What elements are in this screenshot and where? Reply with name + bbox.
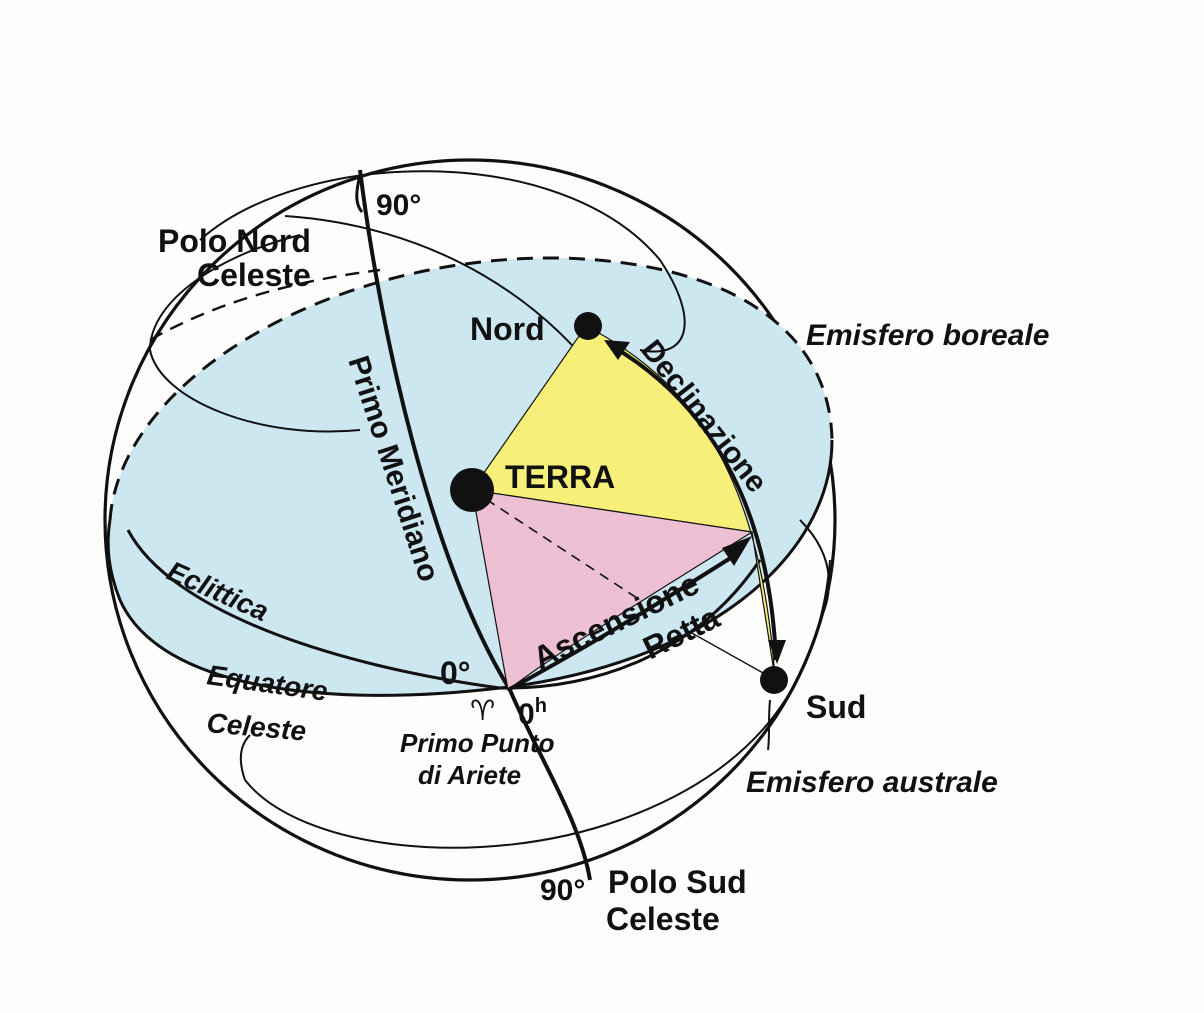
declination-arrowhead-top (604, 340, 630, 360)
top-angle-label: 90° (376, 189, 421, 222)
ascension-arrow (507, 550, 742, 692)
right-minor-arc (799, 519, 830, 621)
north-cap-inner-arc (149, 349, 361, 433)
south-pole-label-line2: Celeste (606, 901, 720, 937)
south-tick (767, 699, 771, 751)
north-pole-label-line2: Celeste (197, 257, 311, 293)
north-polar-circle (199, 170, 686, 353)
ecliptic-back-arc (149, 268, 381, 342)
nord-label: Nord (470, 311, 545, 347)
terra-label: TERRA (505, 459, 615, 495)
sud-label: Sud (806, 689, 866, 725)
zero-hours-label: 0h (518, 695, 547, 731)
lower-latitude-arc-left (239, 734, 251, 781)
celestial-equator-back-arc (108, 256, 834, 521)
primo-punto-label-line1: Primo Punto (400, 728, 555, 758)
nord-dot (574, 312, 602, 340)
declination-arrow (610, 344, 778, 661)
ecliptic-front-arc (126, 529, 762, 690)
declination-arrowhead-bottom (768, 640, 786, 664)
north-polar-circle-lower (149, 234, 301, 351)
emisfero-australe-label: Emisfero australe (746, 766, 998, 799)
ascension-arrowhead (722, 536, 752, 566)
celestial-equator-front-arc (106, 439, 834, 697)
prime-meridian-line (358, 169, 592, 881)
celestial-sphere-outline (103, 158, 837, 882)
earth-dot (450, 468, 494, 512)
bottom-angle-label: 90° (540, 874, 585, 907)
top-pole-tick (355, 174, 364, 213)
south-pole-label-line1: Polo Sud (608, 864, 747, 900)
zero-degree-label: 0° (440, 655, 471, 691)
lower-latitude-arc (244, 559, 831, 849)
celeste-equator-label: Celeste (205, 707, 307, 747)
sud-dot (760, 666, 788, 694)
emisfero-boreale-label: Emisfero boreale (806, 319, 1049, 352)
aries-symbol: ♈ (470, 695, 495, 726)
primo-punto-label-line2: di Ariete (418, 760, 521, 790)
north-pole-label-line1: Polo Nord (158, 223, 311, 259)
vertex-to-south-line (689, 631, 773, 679)
